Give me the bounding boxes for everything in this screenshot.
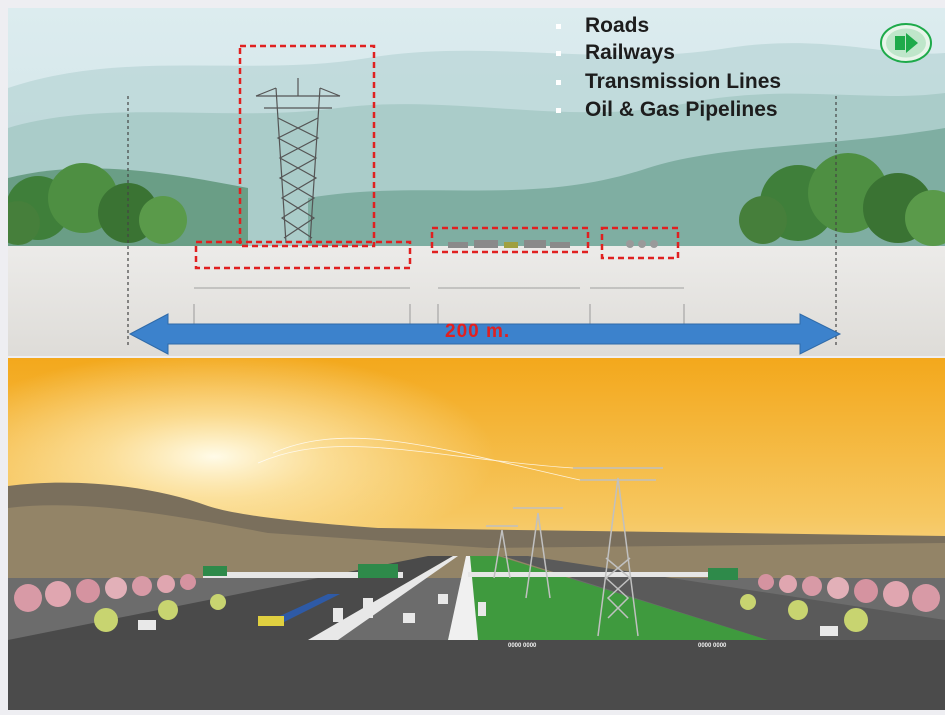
transmission-towers bbox=[486, 467, 663, 637]
bullet-icon bbox=[556, 79, 561, 85]
trains bbox=[258, 594, 340, 626]
legend-item-railways: Railways bbox=[556, 41, 675, 65]
overhead-signs bbox=[203, 564, 738, 580]
right-tree-row bbox=[740, 574, 940, 632]
highlight-boxes bbox=[194, 44, 680, 270]
transmission-tower bbox=[255, 78, 341, 244]
row-boundary-lines bbox=[127, 96, 837, 348]
left-trees bbox=[0, 163, 187, 245]
legend-item-transmission-lines: Transmission Lines bbox=[556, 70, 781, 94]
corridor-cross-section: Roads Railways Transmission Lines Oil & … bbox=[0, 8, 945, 356]
legend-item-pipelines: Oil & Gas Pipelines bbox=[556, 98, 778, 122]
corridor-perspective-render: 0000 0000 0000 0000 bbox=[8, 358, 945, 710]
power-lines bbox=[257, 437, 581, 481]
corridor-width-label: 200 m. bbox=[445, 321, 511, 342]
dimension-lines bbox=[193, 287, 685, 330]
right-trees bbox=[739, 153, 945, 246]
road-marking-label: 0000 0000 bbox=[508, 643, 537, 649]
perspective-illustration bbox=[8, 358, 945, 710]
highlight-box-pipelines bbox=[600, 226, 680, 260]
left-tree-row bbox=[14, 574, 226, 632]
vehicles bbox=[138, 594, 838, 636]
highlight-box-tower bbox=[238, 44, 376, 248]
road-marking-label: 0000 0000 bbox=[698, 643, 727, 649]
bullet-icon bbox=[556, 50, 561, 56]
legend-item-roads: Roads bbox=[556, 14, 649, 38]
next-arrow-icon bbox=[880, 23, 932, 63]
pipelines bbox=[626, 240, 658, 248]
cross-section-illustration bbox=[0, 8, 945, 356]
next-button[interactable] bbox=[879, 20, 933, 66]
bullet-icon bbox=[556, 107, 561, 113]
bullet-icon bbox=[556, 23, 561, 29]
corridor-width-arrow bbox=[128, 313, 842, 355]
road-vehicles bbox=[448, 240, 570, 248]
